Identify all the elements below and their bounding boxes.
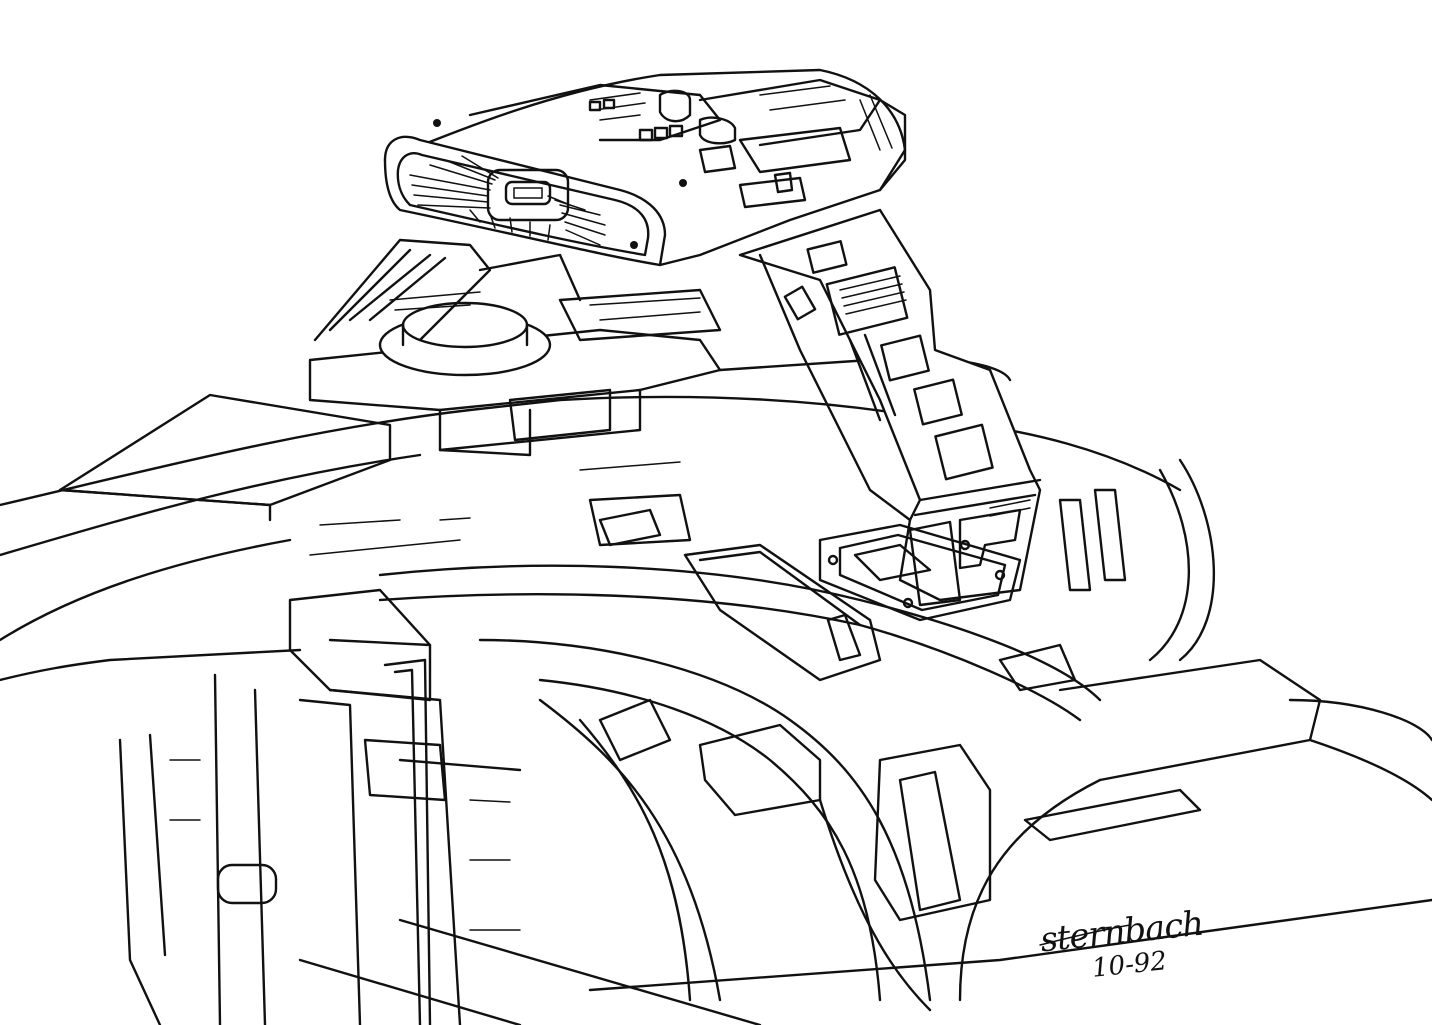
overhead-display-pod [383, 68, 907, 267]
signature-ink-detail [1039, 924, 1131, 946]
rear-deck [308, 238, 1012, 457]
console-body [0, 393, 1432, 1025]
support-arm [738, 208, 1042, 622]
